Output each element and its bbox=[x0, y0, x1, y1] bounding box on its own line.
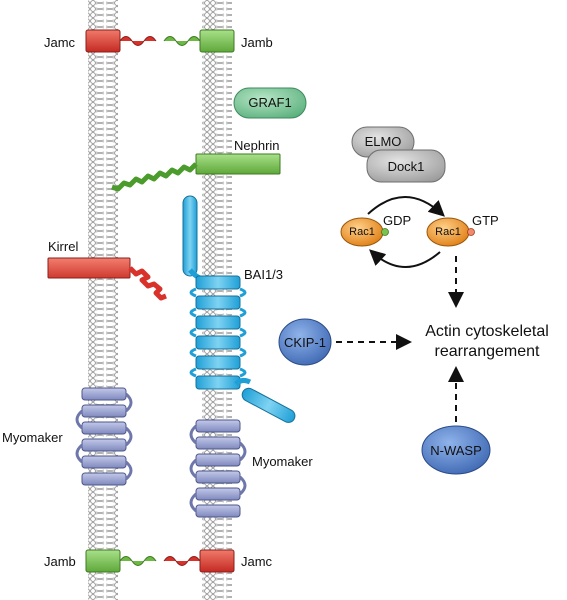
jamb-bottom-protein bbox=[85, 549, 157, 573]
myomaker-right-protein bbox=[189, 419, 247, 518]
bai-protein bbox=[182, 195, 296, 423]
jamb-top-label: Jamb bbox=[241, 35, 273, 50]
nephrin-label: Nephrin bbox=[234, 138, 280, 153]
nwasp-label: N-WASP bbox=[430, 443, 482, 458]
ckip1-protein bbox=[278, 318, 332, 366]
actin-rearrangement-label: Actin cytoskeletal rearrangement bbox=[412, 322, 562, 362]
dock1-protein bbox=[366, 149, 446, 183]
nephrin-protein bbox=[111, 153, 281, 192]
myomaker-left-protein bbox=[75, 387, 133, 486]
jamb-bottom-label: Jamb bbox=[44, 554, 76, 569]
rac1-gdp-protein bbox=[340, 217, 389, 247]
rac1-gtp-protein bbox=[426, 217, 475, 247]
jamc-bottom-label: Jamc bbox=[241, 554, 273, 569]
rac1-gtp-label: Rac1 bbox=[435, 226, 461, 238]
gdp-label: GDP bbox=[383, 213, 412, 228]
bai-label: BAI1/3 bbox=[244, 267, 284, 282]
jamc-top-protein bbox=[85, 29, 157, 53]
actin-label-line1: Actin cytoskeletal bbox=[425, 323, 549, 340]
kirrel-protein bbox=[47, 257, 167, 301]
jamc-bottom-protein bbox=[163, 549, 235, 573]
ckip1-label: CKIP-1 bbox=[284, 335, 326, 350]
gtp-label: GTP bbox=[472, 213, 499, 228]
dock1-label: Dock1 bbox=[387, 159, 425, 174]
graf1-label: GRAF1 bbox=[248, 95, 292, 110]
membrane-left bbox=[88, 0, 118, 600]
rac1-gdp-label: Rac1 bbox=[349, 226, 375, 238]
actin-label-line2: rearrangement bbox=[434, 343, 540, 360]
kirrel-label: Kirrel bbox=[48, 239, 79, 254]
activation-arrow bbox=[367, 196, 445, 217]
jamb-top-protein bbox=[163, 29, 235, 53]
myomaker-left-label: Myomaker bbox=[2, 430, 63, 445]
myomaker-right-label: Myomaker bbox=[252, 454, 313, 469]
elmo-label: ELMO bbox=[364, 134, 402, 149]
inactivation-arrow bbox=[369, 249, 441, 268]
nwasp-protein bbox=[421, 425, 491, 475]
jamc-top-label: Jamc bbox=[44, 35, 76, 50]
graf1-protein bbox=[233, 87, 307, 119]
